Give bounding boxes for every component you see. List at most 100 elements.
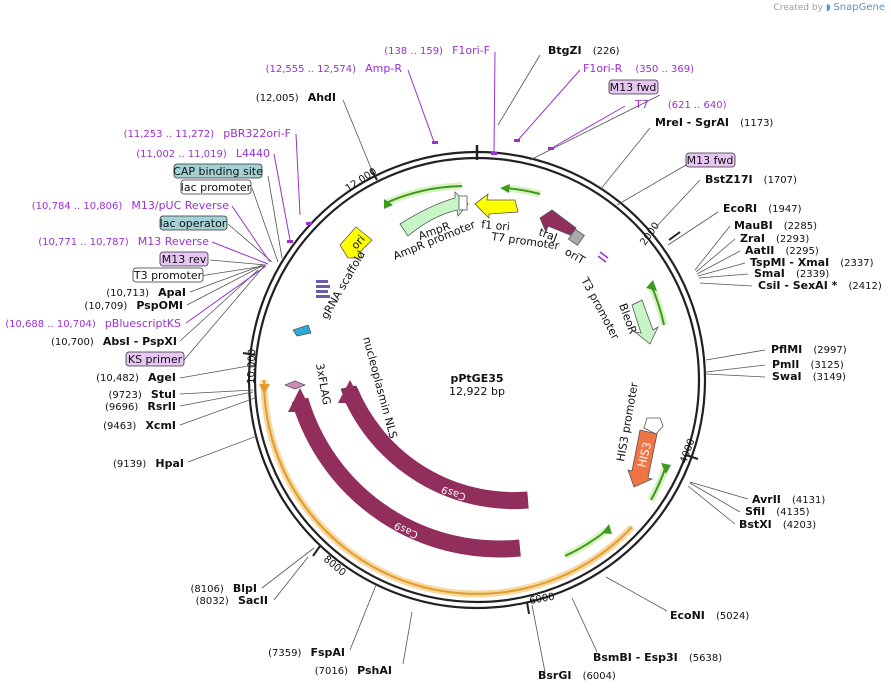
plasmid-length: 12,922 bp (449, 385, 505, 398)
box-cap-binding-site: CAP binding site (173, 163, 263, 179)
grna-mark-4 (316, 295, 330, 298)
cas9-outer-arc (291, 397, 521, 558)
leader-xcmi (179, 397, 256, 426)
site-zrai-name: ZraI (740, 232, 765, 245)
features: AmpR AmpR promoter f1 ori T7 promoter tr… (284, 191, 664, 558)
box-m13-fwd-right: M13 fwd (685, 152, 736, 168)
leader-pmli (705, 364, 766, 373)
site-zrai: ZraI (2293) (740, 227, 809, 246)
site-sfii-name: SfiI (745, 505, 765, 518)
site-btgzi-name: BtgZI (548, 44, 582, 57)
label-f1-ori: f1 ori (481, 218, 511, 233)
site-mrei-name: MreI - SgrAI (655, 116, 729, 129)
site-sacii-name: SacII (238, 594, 268, 607)
site-ecori: EcoRI (1947) (723, 197, 802, 216)
site-pflmi-name: PflMI (771, 343, 802, 356)
site-bsmbi: BsmBI - Esp3I (5638) (593, 646, 722, 665)
leader-zrai (695, 238, 736, 273)
site-csii: CsiI - SexAI * (2412) (758, 274, 882, 293)
leader-ahdi (342, 99, 374, 174)
primer-leader-pbluescriptks (185, 265, 267, 324)
primer-leader-t7 (551, 105, 626, 149)
primer-l4440-pos: (11,002 .. 11,019) (136, 149, 227, 160)
leader-mrei (599, 127, 651, 191)
site-mrei-pos: (1173) (740, 118, 773, 129)
primer-l4440: (11,002 .. 11,019) L4440 (136, 142, 270, 161)
leader-lac-promoter (251, 187, 279, 263)
primer-f1ori-f: (138 .. 159) F1ori-F (384, 39, 490, 58)
site-bsrgi-pos: (6004) (583, 671, 616, 682)
site-aatii-pos: (2295) (785, 246, 818, 257)
site-pspomi: (10,709) PspOMI (84, 294, 183, 313)
site-hpai-name: HpaI (155, 457, 184, 470)
tick-label-6000: 6000 (529, 592, 556, 607)
primer-f1ori-f-pos: (138 .. 159) (384, 46, 443, 57)
bleor-arrow (631, 299, 659, 345)
site-agei: (10,482) AgeI (96, 366, 176, 385)
box-lac-promoter-bg (180, 179, 252, 195)
site-hpai-pos: (9139) (113, 459, 146, 470)
primer-mark-f1ori-r (514, 139, 520, 142)
box-ks-primer: KS primer (125, 351, 185, 367)
site-tspmi-pos: (2337) (840, 258, 873, 269)
box-ks-primer-bg (125, 351, 185, 367)
primer-m13-reverse: (10,771 .. 10,787) M13 Reverse (38, 230, 209, 249)
label-his3: HIS3 (635, 441, 654, 469)
site-xcmi-name: XcmI (145, 419, 176, 432)
site-bstz17i-pos: (1707) (764, 175, 797, 186)
site-csii-name: CsiI - SexAI * (758, 279, 838, 292)
leader-bstz17i (654, 179, 701, 229)
t3-mark-2 (599, 251, 609, 259)
site-bstz17i: BstZ17I (1707) (705, 168, 797, 187)
primer-f1ori-f-name: F1ori-F (452, 44, 490, 57)
leader-aatii (696, 250, 741, 275)
site-econi: EcoNI (5024) (670, 604, 749, 623)
label-traj: traJ (537, 226, 559, 245)
leader-btgzi (497, 54, 541, 126)
leader-absi (179, 269, 259, 342)
primer-pbr322ori-f-pos: (11,253 .. 11,272) (124, 129, 215, 140)
site-bstz17i-name: BstZ17I (705, 173, 753, 186)
site-ahdi: (12,005) AhdI (256, 86, 336, 105)
site-smai-name: SmaI (754, 267, 785, 280)
site-sfii-pos: (4135) (776, 507, 809, 518)
site-bsrgi: BsrGI (6004) (538, 664, 616, 683)
his3-arrow (627, 429, 658, 488)
grna-blue-arrow (292, 324, 312, 337)
primer-pbluescriptks-name: pBluescriptKS (105, 317, 181, 330)
tick-mark-6000 (526, 601, 530, 615)
site-bsrgi-name: BsrGI (538, 669, 571, 682)
site-labels: BtgZI (226) MreI - SgrAI (1173) BstZ17I … (51, 39, 882, 683)
green-arc-top-left (385, 185, 463, 204)
primer-l4440-name: L4440 (236, 147, 270, 160)
site-leader-lines (179, 54, 766, 673)
primer-leader-amp-r (407, 69, 435, 143)
site-hpai: (9139) HpaI (113, 452, 184, 471)
label-orit: oriT (563, 245, 588, 267)
site-bstxi: BstXI (4203) (739, 513, 816, 532)
site-absi: (10,700) AbsI - PspXI (51, 330, 177, 349)
traj-arrow (539, 209, 577, 236)
tick-mark-2000 (668, 231, 681, 241)
leader-cap-binding (267, 175, 283, 259)
box-lac-operator: lac operator (159, 215, 228, 231)
box-m13-fwd-top-label: M13 fwd (610, 81, 657, 94)
leader-avrii (689, 481, 749, 500)
box-m13-rev-label: M13 rev (162, 253, 207, 266)
site-fspai-name: FspAI (310, 646, 345, 659)
site-tspmi-name: TspMI - XmaI (750, 256, 829, 269)
site-bsmbi-pos: (5638) (689, 653, 722, 664)
site-smai: SmaI (2339) (754, 262, 829, 281)
leader-m13-rev (209, 259, 267, 266)
primer-f1ori-r: F1ori-R (350 .. 369) (583, 57, 694, 76)
site-swai: SwaI (3149) (772, 365, 846, 384)
site-btgzi: BtgZI (226) (548, 39, 620, 58)
box-lac-operator-label: lac operator (160, 217, 227, 230)
his3-promoter-arrow (643, 417, 664, 435)
primer-mark-f1ori-f (491, 152, 497, 155)
primer-t7-name: T7 (634, 98, 649, 111)
tick-mark-8000 (312, 545, 321, 557)
site-fspai: (7359) FspAI (268, 641, 345, 660)
leader-pspomi (186, 265, 263, 306)
ori-arrow (339, 226, 373, 259)
